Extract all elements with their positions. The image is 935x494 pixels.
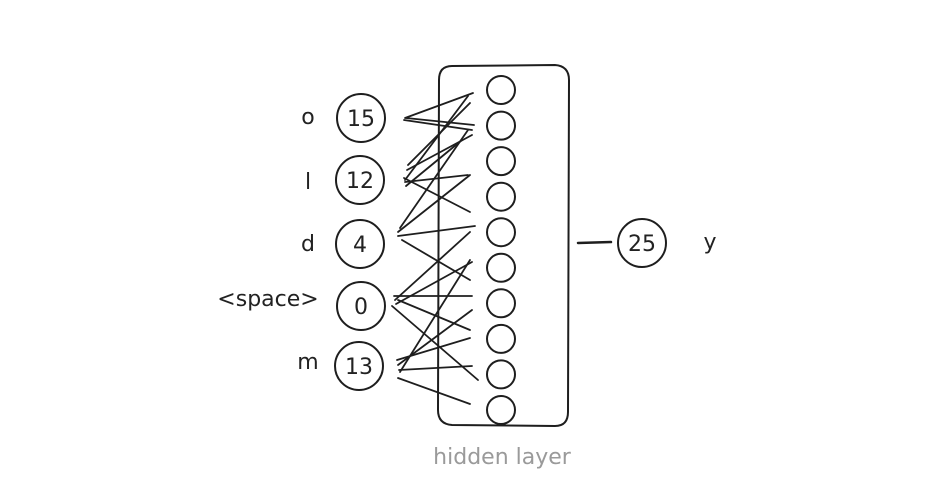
input-m: m 13	[297, 341, 384, 391]
input-o: o 15	[301, 93, 386, 143]
input-space: <space> 0	[217, 281, 386, 331]
connection-line	[398, 365, 473, 371]
input-char-label: d	[301, 232, 315, 257]
input-value: 0	[354, 295, 368, 320]
connection-line	[399, 259, 471, 373]
hidden-neuron	[486, 252, 516, 283]
input-neuron	[336, 93, 386, 143]
connection-line	[404, 95, 469, 181]
connection-line	[405, 117, 475, 126]
connection-line	[395, 261, 473, 305]
input-neuron	[335, 155, 385, 205]
hidden-neuron	[486, 75, 516, 105]
input-char-label: m	[297, 350, 318, 375]
hidden-neuron	[486, 288, 516, 319]
hidden-neuron	[486, 395, 516, 425]
hidden-neurons	[486, 75, 516, 425]
input-neuron	[334, 341, 384, 391]
connection-line	[403, 177, 471, 213]
connection-line	[391, 305, 479, 381]
connection-line	[404, 174, 469, 183]
input-value: 12	[346, 169, 374, 194]
connection-line	[397, 174, 471, 233]
input-char-label: <space>	[217, 287, 318, 312]
input-char-label: l	[305, 170, 311, 195]
connection-line	[396, 337, 471, 361]
input-value: 15	[347, 107, 375, 132]
input-char-label: o	[301, 105, 314, 130]
hidden-layer-caption: hidden layer	[433, 445, 572, 470]
connection-line	[397, 299, 471, 331]
input-neuron	[336, 281, 386, 331]
hidden-neuron	[486, 146, 516, 177]
hidden-output-connection	[576, 240, 613, 245]
input-l: l 12	[305, 155, 385, 205]
connection-line	[399, 129, 469, 229]
hidden-neuron	[486, 181, 516, 212]
output-value: 25	[628, 232, 656, 257]
connection-line	[397, 377, 471, 405]
connection-line	[397, 225, 476, 237]
connection-line	[405, 139, 463, 187]
hidden-layer-box	[437, 64, 570, 427]
input-value: 4	[353, 233, 367, 258]
hidden-neuron	[486, 110, 516, 141]
output-label: y	[703, 230, 716, 255]
hidden-neuron	[486, 323, 516, 354]
input-hidden-connections	[391, 92, 479, 405]
input-neuron	[335, 219, 385, 269]
output-neuron	[617, 218, 667, 268]
input-value: 13	[345, 355, 373, 380]
connection-line	[401, 239, 471, 281]
input-d: d 4	[301, 219, 385, 269]
hidden-neuron	[486, 217, 516, 248]
hidden-neuron	[486, 359, 516, 390]
connection-line	[394, 231, 471, 301]
